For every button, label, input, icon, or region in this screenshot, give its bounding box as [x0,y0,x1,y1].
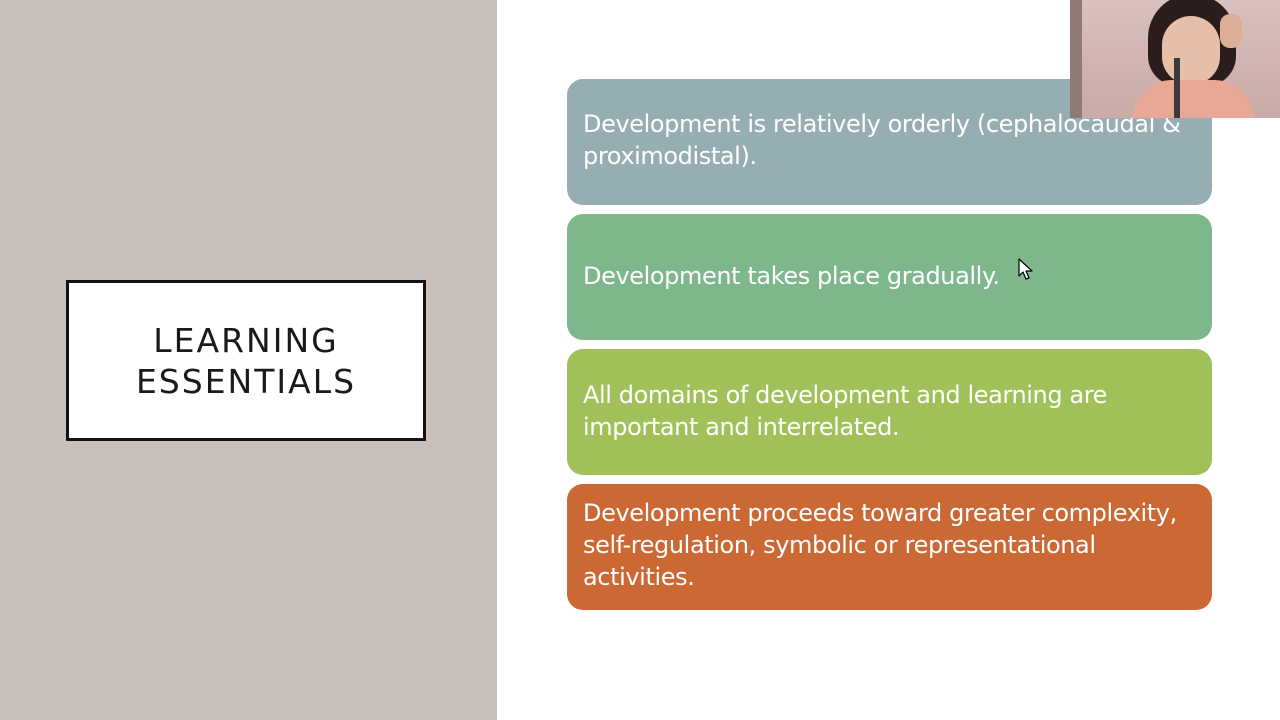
video-background [1070,0,1082,118]
mouse-pointer-icon [1018,258,1033,280]
card-text: All domains of development and learning … [583,381,1108,441]
card-gradual: Development takes place gradually. [567,214,1212,340]
presenter-video-thumbnail[interactable] [1070,0,1280,118]
presenter-shirt [1132,80,1254,118]
microphone [1174,58,1180,118]
card-text: Development proceeds toward greater comp… [583,499,1177,591]
presenter-hand [1220,14,1242,48]
title-box: LEARNING ESSENTIALS [66,280,426,441]
slide-title: LEARNING ESSENTIALS [135,320,357,401]
presenter-face [1162,16,1220,84]
content-cards: Development is relatively orderly (cepha… [567,79,1212,619]
card-domains: All domains of development and learning … [567,349,1212,475]
card-text: Development takes place gradually. [583,262,1000,290]
left-panel: LEARNING ESSENTIALS [0,0,497,720]
card-complexity: Development proceeds toward greater comp… [567,484,1212,610]
